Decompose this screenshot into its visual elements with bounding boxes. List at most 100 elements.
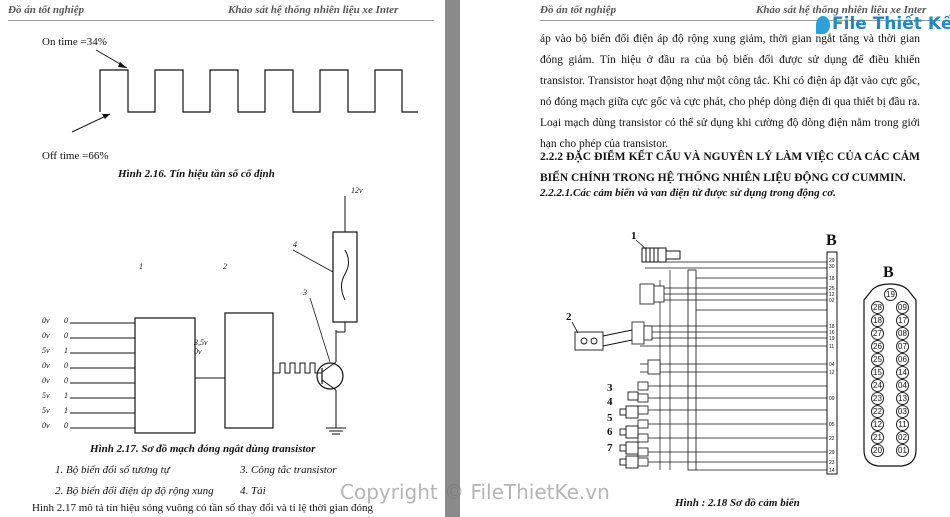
- svg-text:22: 22: [829, 436, 835, 442]
- connector-pin-06: 06: [896, 353, 909, 366]
- input-voltage-7: 5v: [42, 406, 50, 415]
- sensor-label-2: 2: [566, 311, 572, 323]
- header-rule: [540, 20, 940, 21]
- connector-pin-13: 13: [896, 392, 909, 405]
- connector-pin-02: 02: [896, 431, 909, 444]
- connector-pin-20: 20: [871, 444, 884, 457]
- sensor-label-6: 6: [607, 426, 613, 438]
- input-bit-8: 0: [64, 421, 68, 430]
- logo-text: File Thiết Kế.vn: [832, 14, 950, 34]
- block-2-label: 2: [223, 262, 227, 271]
- input-bit-5: 0: [64, 376, 68, 385]
- connector-pin-22: 22: [871, 405, 884, 418]
- svg-text:12: 12: [829, 370, 835, 376]
- sensor-wiring-diagram: 29 30 18 25 12 02 18 16 19 11 04 12 09 0…: [571, 239, 838, 475]
- connector-pin-25: 25: [871, 353, 884, 366]
- svg-text:18: 18: [829, 276, 835, 282]
- svg-text:30: 30: [829, 264, 835, 270]
- filethietke-logo: File Thiết Kế.vn: [812, 10, 950, 42]
- svg-text:29: 29: [829, 450, 835, 456]
- connector-pin-08: 08: [896, 327, 909, 340]
- header-right: Khảo sát hệ thống nhiên liệu xe Inter: [228, 4, 399, 16]
- svg-text:05: 05: [829, 422, 835, 428]
- connector-pin-03: 03: [896, 405, 909, 418]
- sensor-label-1: 1: [631, 230, 637, 242]
- mid-voltage-low: 0v: [194, 347, 202, 356]
- figure-2-16-caption: Hình 2.16. Tín hiệu tần số cố định: [118, 168, 275, 180]
- subsection-heading: 2.2.2.1.Các cảm biến và van điện từ được…: [540, 187, 836, 199]
- legend-item-2: 2. Bộ biến đổi điện áp độ rộng xung: [55, 485, 214, 497]
- connector-pin-04: 04: [896, 379, 909, 392]
- svg-text:09: 09: [829, 396, 835, 402]
- copyright-watermark: Copyright © FileThietKe.vn: [340, 480, 610, 504]
- input-voltage-4: 0v: [42, 361, 50, 370]
- sensor-label-7: 7: [607, 442, 613, 454]
- connector-b-outline: [863, 283, 917, 467]
- svg-text:18: 18: [829, 324, 835, 330]
- connector-pin-23: 23: [871, 392, 884, 405]
- input-bit-4: 0: [64, 361, 68, 370]
- connector-b-label: B: [883, 264, 894, 281]
- sensor-label-3: 3: [607, 382, 613, 394]
- input-voltage-8: 0v: [42, 421, 50, 430]
- connector-pin-14: 14: [896, 366, 909, 379]
- connector-pin-01: 01: [896, 444, 909, 457]
- connector-pin-17: 17: [896, 314, 909, 327]
- input-voltage-5: 0v: [42, 376, 50, 385]
- block-1-label: 1: [139, 262, 143, 271]
- svg-text:19: 19: [829, 336, 835, 342]
- connector-pin-07: 07: [896, 340, 909, 353]
- svg-text:14: 14: [829, 468, 835, 474]
- connector-pin-15: 15: [871, 366, 884, 379]
- transistor-switching-circuit: [70, 196, 358, 435]
- section-heading: 2.2.2 ĐẶC ĐIỂM KẾT CẤU VÀ NGUYÊN LÝ LÀM …: [540, 151, 920, 184]
- input-bit-3: 1: [64, 346, 68, 355]
- connector-pin-11: 11: [896, 418, 909, 431]
- mid-voltage-high: 3,5v: [194, 338, 208, 347]
- svg-text:16: 16: [829, 330, 835, 336]
- header-left: Đồ án tốt nghiệp: [540, 4, 617, 16]
- input-voltage-2: 0v: [42, 331, 50, 340]
- input-bit-7: 1: [64, 406, 68, 415]
- connector-pin-18: 18: [871, 314, 884, 327]
- square-wave-diagram: [71, 49, 418, 133]
- svg-text:11: 11: [829, 344, 834, 350]
- connector-pin-21: 21: [871, 431, 884, 444]
- sensor-label-4: 4: [607, 396, 613, 408]
- load-4-label: 4: [293, 240, 297, 249]
- svg-text:02: 02: [829, 298, 835, 304]
- connector-pin-26: 26: [871, 340, 884, 353]
- figure-2-18-caption: Hình : 2.18 Sơ đồ cảm biến: [675, 497, 800, 509]
- input-bit-6: 1: [64, 391, 68, 400]
- bottom-body-text: Hình 2.17 mô tả tín hiệu sóng vuông có t…: [32, 502, 373, 514]
- connector-pin-27: 27: [871, 327, 884, 340]
- svg-text:12: 12: [829, 292, 835, 298]
- right-document-page: Đồ án tốt nghiệp Khảo sát hệ thống nhiên…: [460, 0, 950, 517]
- connector-pin-19: 19: [884, 288, 897, 301]
- svg-text:29: 29: [829, 258, 835, 264]
- on-time-label: On time =34%: [42, 36, 107, 48]
- input-bit-1: 0: [64, 316, 68, 325]
- header-right: Khảo sát hệ thống nhiên liệu xe Inter: [756, 4, 927, 16]
- input-voltage-6: 5v: [42, 391, 50, 400]
- input-voltage-3: 5v: [42, 346, 50, 355]
- connector-pin-24: 24: [871, 379, 884, 392]
- svg-text:23: 23: [829, 460, 835, 466]
- connector-pin-28: 28: [871, 301, 884, 314]
- supply-12v-label: 12v: [351, 186, 363, 195]
- transistor-3-label: 3: [303, 288, 307, 297]
- left-document-page: Đồ án tốt nghiệp Khảo sát hệ thống nhiên…: [0, 0, 445, 517]
- svg-text:04: 04: [829, 362, 835, 368]
- off-time-label: Off time =66%: [42, 150, 109, 162]
- header-left: Đồ án tốt nghiệp: [8, 4, 85, 16]
- main-connector-label: B: [826, 232, 837, 249]
- connector-pin-12: 12: [871, 418, 884, 431]
- body-paragraph: áp vào bộ biến đổi điện áp độ rộng xung …: [540, 33, 920, 150]
- legend-item-3: 3. Công tắc transistor: [240, 464, 337, 476]
- figure-2-17-caption: Hình 2.17. Sơ đồ mạch đóng ngắt dùng tra…: [90, 443, 316, 455]
- sensor-label-5: 5: [607, 412, 613, 424]
- input-bit-2: 0: [64, 331, 68, 340]
- header-rule: [8, 20, 434, 21]
- legend-item-1: 1. Bộ biến đổi số tương tự: [55, 464, 170, 476]
- logo-icon: [816, 16, 830, 34]
